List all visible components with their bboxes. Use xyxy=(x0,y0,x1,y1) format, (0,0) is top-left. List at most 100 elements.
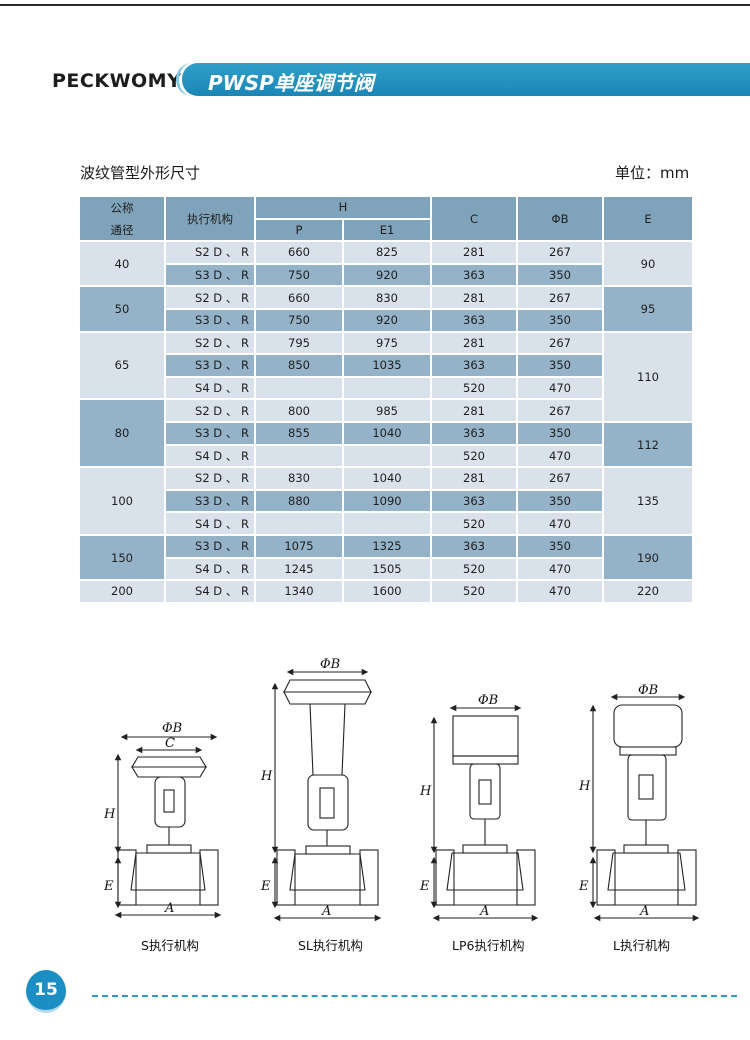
cell-p: 830 xyxy=(254,466,344,491)
header-P: P xyxy=(254,217,344,243)
table-row: 50 S2 D 、 R 660 830 281 267 95 xyxy=(78,285,694,333)
cell-e: 135 xyxy=(602,466,694,536)
cell-e1: 1035 xyxy=(342,353,432,378)
cell-actuator: S3 D 、 R xyxy=(164,307,256,333)
brand-logo: PECKWOMY xyxy=(52,70,182,92)
header-E1: E1 xyxy=(342,217,432,243)
cell-c: 363 xyxy=(430,307,518,333)
dim-label-E: E xyxy=(103,879,114,894)
drawing-lp6-actuator xyxy=(430,704,539,922)
table-row: S4 D 、 R 520 470 xyxy=(79,511,693,536)
dim-label-H: H xyxy=(419,784,432,799)
cell-b: 350 xyxy=(516,353,604,378)
cell-e1: 920 xyxy=(342,262,432,288)
cell-b: 470 xyxy=(516,579,604,604)
drawing-l-actuator xyxy=(589,693,700,922)
cell-b: 350 xyxy=(516,420,604,446)
cell-b: 350 xyxy=(516,262,604,288)
cell-e: 90 xyxy=(602,240,694,288)
drawing-s-actuator xyxy=(114,733,222,919)
cell-actuator: S3 D 、 R xyxy=(164,488,256,514)
cell-actuator: S3 D 、 R xyxy=(164,420,256,446)
cell-c: 281 xyxy=(430,285,518,310)
cell-actuator: S2 D 、 R xyxy=(164,330,256,356)
table-row: S3 D 、 R 750 920 363 350 xyxy=(79,262,693,288)
title-band xyxy=(182,63,750,96)
cell-actuator: S3 D 、 R xyxy=(164,353,256,378)
cell-dn: 150 xyxy=(78,533,166,582)
dim-label-C: C xyxy=(165,736,175,751)
caption-s-actuator: S执行机构 xyxy=(141,938,199,953)
cell-e1: 920 xyxy=(342,307,432,333)
table-caption: 波纹管型外形尺寸 xyxy=(80,164,201,182)
table-row: S4 D 、 R 520 470 xyxy=(79,443,693,469)
table-row: S3 D 、 R 855 1040 363 350 112 xyxy=(79,420,694,469)
unit-caption: 单位：mm xyxy=(615,164,690,182)
cell-e1: 985 xyxy=(342,398,432,423)
cell-e1: 825 xyxy=(342,240,432,265)
dim-label-phiB: ΦB xyxy=(638,683,658,698)
cell-e1: 1090 xyxy=(342,488,432,514)
table-row: S3 D 、 R 850 1035 363 350 xyxy=(79,353,693,378)
dim-label-E: E xyxy=(578,879,589,894)
cell-c: 281 xyxy=(430,240,518,265)
cell-c: 520 xyxy=(430,511,518,536)
header-phiB: ΦB xyxy=(516,194,604,243)
cell-c: 363 xyxy=(430,420,518,446)
table-row: 100 S2 D 、 R 830 1040 281 267 135 xyxy=(78,466,694,536)
cell-dn: 100 xyxy=(78,466,166,536)
drawing-sl-actuator xyxy=(271,668,382,922)
cell-p: 660 xyxy=(254,240,344,265)
cell-actuator: S3 D 、 R xyxy=(164,262,256,288)
header-E: E xyxy=(602,194,694,243)
cell-p: 850 xyxy=(254,353,344,378)
cell-p: 750 xyxy=(254,307,344,333)
page-title: PWSP单座调节阀 xyxy=(208,71,374,95)
cell-c: 520 xyxy=(430,579,518,604)
caption-sl-actuator: SL执行机构 xyxy=(298,938,363,953)
title-band-accent xyxy=(176,63,195,96)
dim-label-A: A xyxy=(639,904,649,919)
cell-c: 281 xyxy=(430,466,518,491)
cell-b: 350 xyxy=(516,533,604,559)
cell-c: 281 xyxy=(430,330,518,356)
header-nominal: 公称 通径 xyxy=(78,194,166,243)
table-row: S3 D 、 R 750 920 363 350 xyxy=(79,307,693,333)
cell-b: 267 xyxy=(516,466,604,491)
cell-p: 795 xyxy=(254,330,344,356)
cell-e: 95 xyxy=(602,285,694,333)
cell-b: 470 xyxy=(516,443,604,469)
cell-p: 855 xyxy=(254,420,344,446)
header-nominal-line1: 公称 xyxy=(110,200,134,215)
cell-b: 267 xyxy=(516,330,604,356)
cell-b: 470 xyxy=(516,375,604,401)
cell-actuator: S4 D 、 R xyxy=(164,443,256,469)
cell-p: 1075 xyxy=(254,533,344,559)
cell-actuator: S2 D 、 R xyxy=(164,398,256,423)
dimension-table: 公称 通径 执行机构 H C ΦB E P E1 40 S2 D 、 R 660… xyxy=(78,194,694,604)
cell-dn: 50 xyxy=(78,285,166,333)
cell-b: 350 xyxy=(516,488,604,514)
dim-label-phiB: ΦB xyxy=(320,657,340,672)
header-C: C xyxy=(430,194,518,243)
cell-actuator: S2 D 、 R xyxy=(164,285,256,310)
cell-e: 220 xyxy=(602,579,694,604)
table-row: S3 D 、 R 880 1090 363 350 xyxy=(79,488,693,514)
cell-e1: 1040 xyxy=(342,420,432,446)
cell-e1: 1040 xyxy=(342,466,432,491)
cell-b: 350 xyxy=(516,307,604,333)
valve-drawings: ΦB C H E A ΦB H E A ΦB H E A ΦB H E A xyxy=(103,657,700,922)
cell-c: 363 xyxy=(430,262,518,288)
cell-p xyxy=(254,511,344,536)
cell-actuator: S3 D 、 R xyxy=(164,533,256,559)
caption-l-actuator: L执行机构 xyxy=(613,938,670,953)
cell-p: 750 xyxy=(254,262,344,288)
dim-label-H: H xyxy=(260,769,273,784)
cell-b: 470 xyxy=(516,556,604,582)
cell-e1: 1600 xyxy=(342,579,432,604)
cell-actuator: S4 D 、 R xyxy=(164,375,256,401)
cell-c: 363 xyxy=(430,488,518,514)
cell-dn: 80 xyxy=(78,398,166,469)
cell-c: 363 xyxy=(430,353,518,378)
dim-label-H: H xyxy=(103,807,116,822)
